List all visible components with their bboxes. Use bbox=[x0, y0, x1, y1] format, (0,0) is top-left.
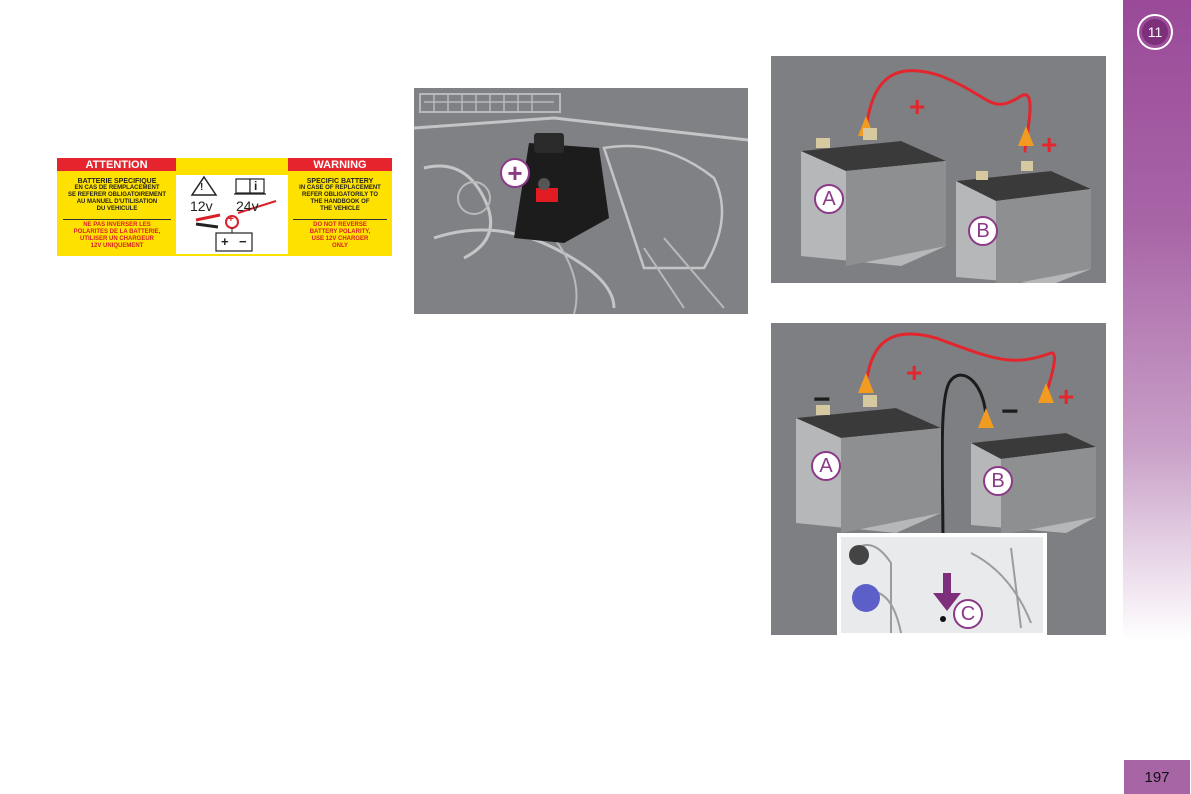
divider bbox=[293, 219, 387, 220]
negative-sign-a: − bbox=[813, 383, 831, 416]
chapter-badge: 11 bbox=[1137, 14, 1173, 50]
ground-point-c-label: C bbox=[953, 599, 983, 629]
battery-minus: − bbox=[239, 234, 247, 249]
voltage-24v-crossed: 24v bbox=[236, 198, 259, 214]
label-fr-text-1: BATTERIE SPECIFIQUE EN CAS DE REMPLACEME… bbox=[67, 178, 167, 212]
battery-a-label: A bbox=[811, 451, 841, 481]
label-fr-text-2: NE PAS INVERSER LES POLARITES DE LA BATT… bbox=[73, 222, 161, 249]
label-pictogram-area: ! i 12v 24v + + − bbox=[176, 175, 288, 254]
battery-b-label: B bbox=[968, 216, 998, 246]
label-warning-title: WARNING bbox=[288, 158, 392, 171]
chapter-number: 11 bbox=[1142, 19, 1168, 45]
info-book-icon: i bbox=[254, 179, 258, 193]
negative-sign-b: − bbox=[1001, 395, 1019, 428]
positive-terminal-marker: + bbox=[500, 158, 530, 188]
battery-diagram-1 bbox=[801, 69, 1091, 287]
warning-triangle-icon: ! bbox=[200, 182, 204, 193]
battery-plus: + bbox=[221, 234, 229, 249]
positive-sign-a: + bbox=[909, 91, 926, 122]
label-attention-title: ATTENTION bbox=[57, 158, 176, 171]
chapter-sidebar bbox=[1123, 0, 1191, 640]
battery-b-label: B bbox=[983, 466, 1013, 496]
voltage-12v: 12v bbox=[190, 198, 213, 214]
positive-sign-b: + bbox=[1058, 381, 1075, 412]
battery-a-label: A bbox=[814, 184, 844, 214]
plus-sign: + bbox=[228, 214, 234, 225]
battery-warning-label: ATTENTION WARNING BATTERIE SPECIFIQUE EN… bbox=[57, 158, 392, 256]
positive-sign-b: + bbox=[1041, 129, 1058, 160]
jump-start-diagram-connect-ground: + + − − A B C bbox=[771, 323, 1106, 637]
engine-bay-drawing bbox=[413, 88, 749, 315]
label-pictogram bbox=[190, 175, 277, 252]
jump-start-diagram-connect-positive: + + A B bbox=[771, 56, 1106, 287]
positive-sign-a: + bbox=[906, 357, 923, 388]
label-en-text-1: SPECIFIC BATTERY IN CASE OF REPLACEMENT … bbox=[299, 178, 381, 212]
label-en-text-2: DO NOT REVERSE BATTERY POLARITY, USE 12V… bbox=[309, 222, 371, 249]
divider bbox=[63, 219, 171, 220]
page-number: 197 bbox=[1124, 760, 1190, 794]
engine-bay-illustration: + bbox=[413, 88, 749, 315]
